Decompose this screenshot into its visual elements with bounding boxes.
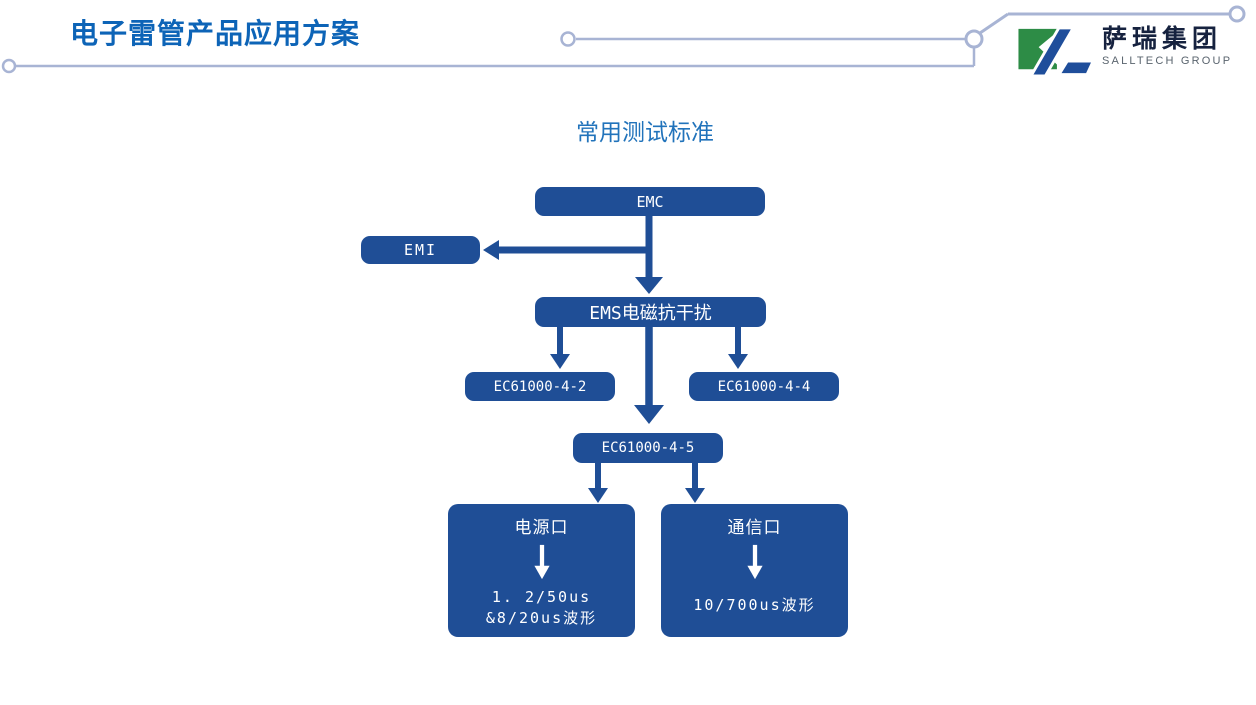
node-comm-port: 通信口 10/700us波形 [661,504,848,637]
down-arrow-icon [533,544,550,580]
logo-name-cn: 萨瑞集团 [1102,25,1223,53]
company-logo: 萨瑞集团 SALLTECH GROUP [1016,25,1246,80]
node-ec61000-4-4: EC61000-4-4 [689,372,839,401]
node-ems: EMS电磁抗干扰 [535,297,766,327]
node-ec61000-4-5: EC61000-4-5 [573,433,723,463]
comm-port-label: 通信口 [727,518,782,538]
power-port-waveform-line1: 1. 2/50us [491,588,592,606]
node-power-port: 电源口 1. 2/50us &8/20us波形 [448,504,635,637]
comm-port-waveform: 10/700us波形 [693,596,816,614]
diagram-subtitle: 常用测试标准 [576,119,714,145]
node-ec61000-4-2: EC61000-4-2 [465,372,615,401]
node-emc: EMC [535,187,765,216]
logo-name-en: SALLTECH GROUP [1102,54,1233,67]
power-port-label: 电源口 [514,518,569,538]
logo-text: 萨瑞集团 SALLTECH GROUP [1102,25,1233,67]
down-arrow-icon [746,544,763,580]
power-port-waveform-line2: &8/20us波形 [485,609,598,627]
salltech-logo-icon [1018,26,1094,76]
page-title: 电子雷管产品应用方案 [70,18,361,49]
node-emi: EMI [361,236,480,264]
